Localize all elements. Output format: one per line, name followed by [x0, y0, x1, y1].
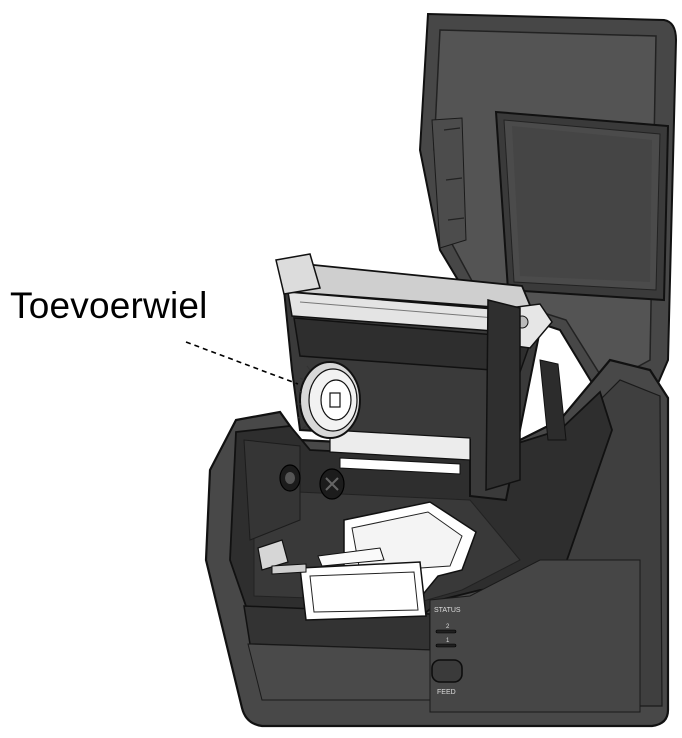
media-guide — [257, 539, 307, 575]
status-indicator-top — [435, 629, 457, 634]
print-mechanism — [275, 253, 567, 502]
cavity-knobs — [279, 464, 345, 500]
feed-wheel — [297, 361, 361, 439]
front-panel: STATUS 2 1 FEED — [431, 607, 463, 696]
printer-lid — [418, 12, 678, 404]
callout-label: Toevoerwiel — [10, 285, 208, 326]
feed-label: FEED — [437, 689, 456, 696]
feed-button — [431, 659, 463, 683]
status-label: STATUS — [434, 607, 461, 614]
callout-leader-line — [185, 341, 299, 385]
label-media — [299, 501, 477, 621]
indicator-label-top: 2 — [446, 624, 450, 630]
indicator-label-bottom: 1 — [446, 638, 450, 644]
lid-window — [494, 110, 670, 302]
status-indicator-bottom — [435, 643, 457, 648]
